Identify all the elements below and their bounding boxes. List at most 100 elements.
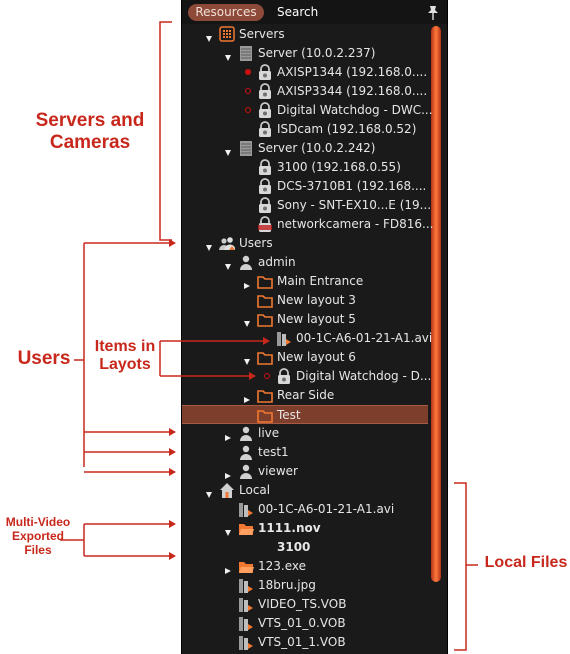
tree-item-label: live — [258, 426, 280, 440]
tree-item[interactable]: Digital Watchdog - DWC... — [182, 101, 433, 120]
tree-item[interactable]: ISDcam (192.168.0.52) — [182, 120, 428, 139]
tree-item[interactable]: Servers — [182, 25, 428, 44]
tree-item[interactable]: 3100 (192.168.0.55) — [182, 158, 428, 177]
camera-alert-icon — [257, 216, 273, 233]
tree-item[interactable]: Digital Watchdog - D... — [182, 367, 432, 386]
tree-item-label: DCS-3710B1 (192.168.... — [277, 179, 427, 193]
tree-item[interactable]: 3100 — [182, 538, 428, 557]
tree-item[interactable]: AXISP1344 (192.168.0.... — [182, 63, 428, 82]
tree-item[interactable]: 1111.nov — [182, 519, 428, 538]
tree-item[interactable]: live — [182, 424, 428, 443]
folder-open-icon — [238, 520, 254, 537]
tree-item[interactable]: Server (10.0.2.237) — [182, 44, 428, 63]
video-file-icon — [238, 577, 254, 594]
user-icon — [238, 425, 254, 442]
tree-item[interactable]: test1 — [182, 443, 428, 462]
tree-item-label: New layout 5 — [277, 312, 356, 326]
tree-item[interactable]: 00-1C-A6-01-21-A1.avi — [182, 500, 428, 519]
pin-icon[interactable] — [426, 5, 440, 21]
expand-arrow-down-icon[interactable] — [224, 258, 232, 270]
expand-arrow-down-icon[interactable] — [224, 524, 232, 536]
tree-item[interactable]: New layout 6 — [182, 348, 428, 367]
user-icon — [238, 444, 254, 461]
tree-item[interactable]: New layout 3 — [182, 291, 428, 310]
tree-item-label: Test — [277, 408, 301, 422]
panel-tab-bar: Resources Search — [182, 0, 447, 24]
tree-item[interactable]: VTS_01_0.VOB — [182, 614, 428, 633]
camera-icon — [257, 178, 273, 195]
tree-item[interactable]: Users — [182, 234, 428, 253]
expand-arrow-right-icon[interactable] — [224, 562, 232, 574]
offline-status-icon — [245, 107, 251, 113]
tree-item[interactable]: 123.exe — [182, 557, 428, 576]
tree-item[interactable]: Main Entrance — [182, 272, 428, 291]
tree-item[interactable]: VIDEO_TS.VOB — [182, 595, 428, 614]
recording-status-icon — [245, 69, 251, 75]
expand-arrow-right-icon[interactable] — [224, 467, 232, 479]
expand-arrow-down-icon[interactable] — [243, 315, 251, 327]
tree-item-label: Sony - SNT-EX10...E (19... — [277, 198, 432, 212]
tree-item-label: Server (10.0.2.242) — [258, 141, 376, 155]
tree-item[interactable]: AXISP3344 (192.168.0.... — [182, 82, 428, 101]
expand-arrow-right-icon[interactable] — [243, 391, 251, 403]
folder-open-icon — [238, 558, 254, 575]
annotation-multi-video: Multi-Video Exported Files — [5, 515, 71, 557]
tree-item[interactable]: Sony - SNT-EX10...E (19... — [182, 196, 432, 215]
tree-item-label: Servers — [239, 27, 285, 41]
folder-icon — [257, 311, 273, 328]
tree-item[interactable]: Server (10.0.2.242) — [182, 139, 428, 158]
annotation-users: Users — [17, 348, 71, 369]
annotation-items-in-layouts: Items in Layots — [94, 338, 156, 374]
tree-item-label: Digital Watchdog - DWC... — [277, 103, 433, 117]
tree-item-label: networkcamera - FD816... — [277, 217, 434, 231]
tree-item-label: New layout 6 — [277, 350, 356, 364]
tree-item[interactable]: VTS_01_1.VOB — [182, 633, 428, 652]
server-icon — [238, 140, 254, 157]
tab-resources[interactable]: Resources — [188, 4, 264, 21]
expand-arrow-down-icon[interactable] — [243, 353, 251, 365]
tree-item-label: Local — [239, 483, 271, 497]
tree-item-label: Users — [239, 236, 273, 250]
expand-arrow-down-icon[interactable] — [205, 30, 213, 42]
camera-icon — [276, 368, 292, 385]
expand-arrow-right-icon[interactable] — [224, 429, 232, 441]
tree-item-label: admin — [258, 255, 296, 269]
tree-item[interactable]: New layout 5 — [182, 310, 428, 329]
expand-arrow-down-icon[interactable] — [224, 144, 232, 156]
tree-item[interactable]: Rear Side — [182, 386, 428, 405]
tree-item-label: AXISP3344 (192.168.0.... — [277, 84, 428, 98]
tree-item[interactable]: DCS-3710B1 (192.168.... — [182, 177, 428, 196]
user-icon — [238, 463, 254, 480]
tree-item-label: VTS_01_0.VOB — [258, 616, 346, 630]
annotation-local-files: Local Files — [484, 554, 568, 571]
user-icon — [238, 254, 254, 271]
tree-item[interactable]: Test — [182, 405, 428, 424]
tree-item[interactable]: admin — [182, 253, 428, 272]
camera-icon — [257, 197, 273, 214]
tree-item-label: test1 — [258, 445, 289, 459]
folder-icon — [257, 407, 273, 424]
tree-item-label: VTS_01_1.VOB — [258, 635, 346, 649]
camera-icon — [257, 121, 273, 138]
folder-icon — [257, 349, 273, 366]
video-file-icon — [238, 615, 254, 632]
tab-search[interactable]: Search — [277, 5, 319, 19]
offline-status-icon — [245, 88, 251, 94]
expand-arrow-down-icon[interactable] — [205, 486, 213, 498]
video-file-icon — [276, 330, 292, 347]
expand-arrow-down-icon[interactable] — [205, 239, 213, 251]
expand-arrow-right-icon[interactable] — [243, 277, 251, 289]
tree-item[interactable]: networkcamera - FD816... — [182, 215, 434, 234]
tree-item-label: VIDEO_TS.VOB — [258, 597, 347, 611]
tree-item[interactable]: 00-1C-A6-01-21-A1.avi — [182, 329, 432, 348]
tree-scrollbar[interactable] — [431, 26, 441, 582]
tree-item-label: 00-1C-A6-01-21-A1.avi — [258, 502, 395, 516]
expand-arrow-down-icon[interactable] — [224, 49, 232, 61]
tree-item[interactable]: viewer — [182, 462, 428, 481]
folder-icon — [257, 292, 273, 309]
tree-item-label: Digital Watchdog - D... — [296, 369, 432, 383]
camera-icon — [257, 159, 273, 176]
tree-item[interactable]: Local — [182, 481, 428, 500]
tree-item[interactable]: 18bru.jpg — [182, 576, 428, 595]
